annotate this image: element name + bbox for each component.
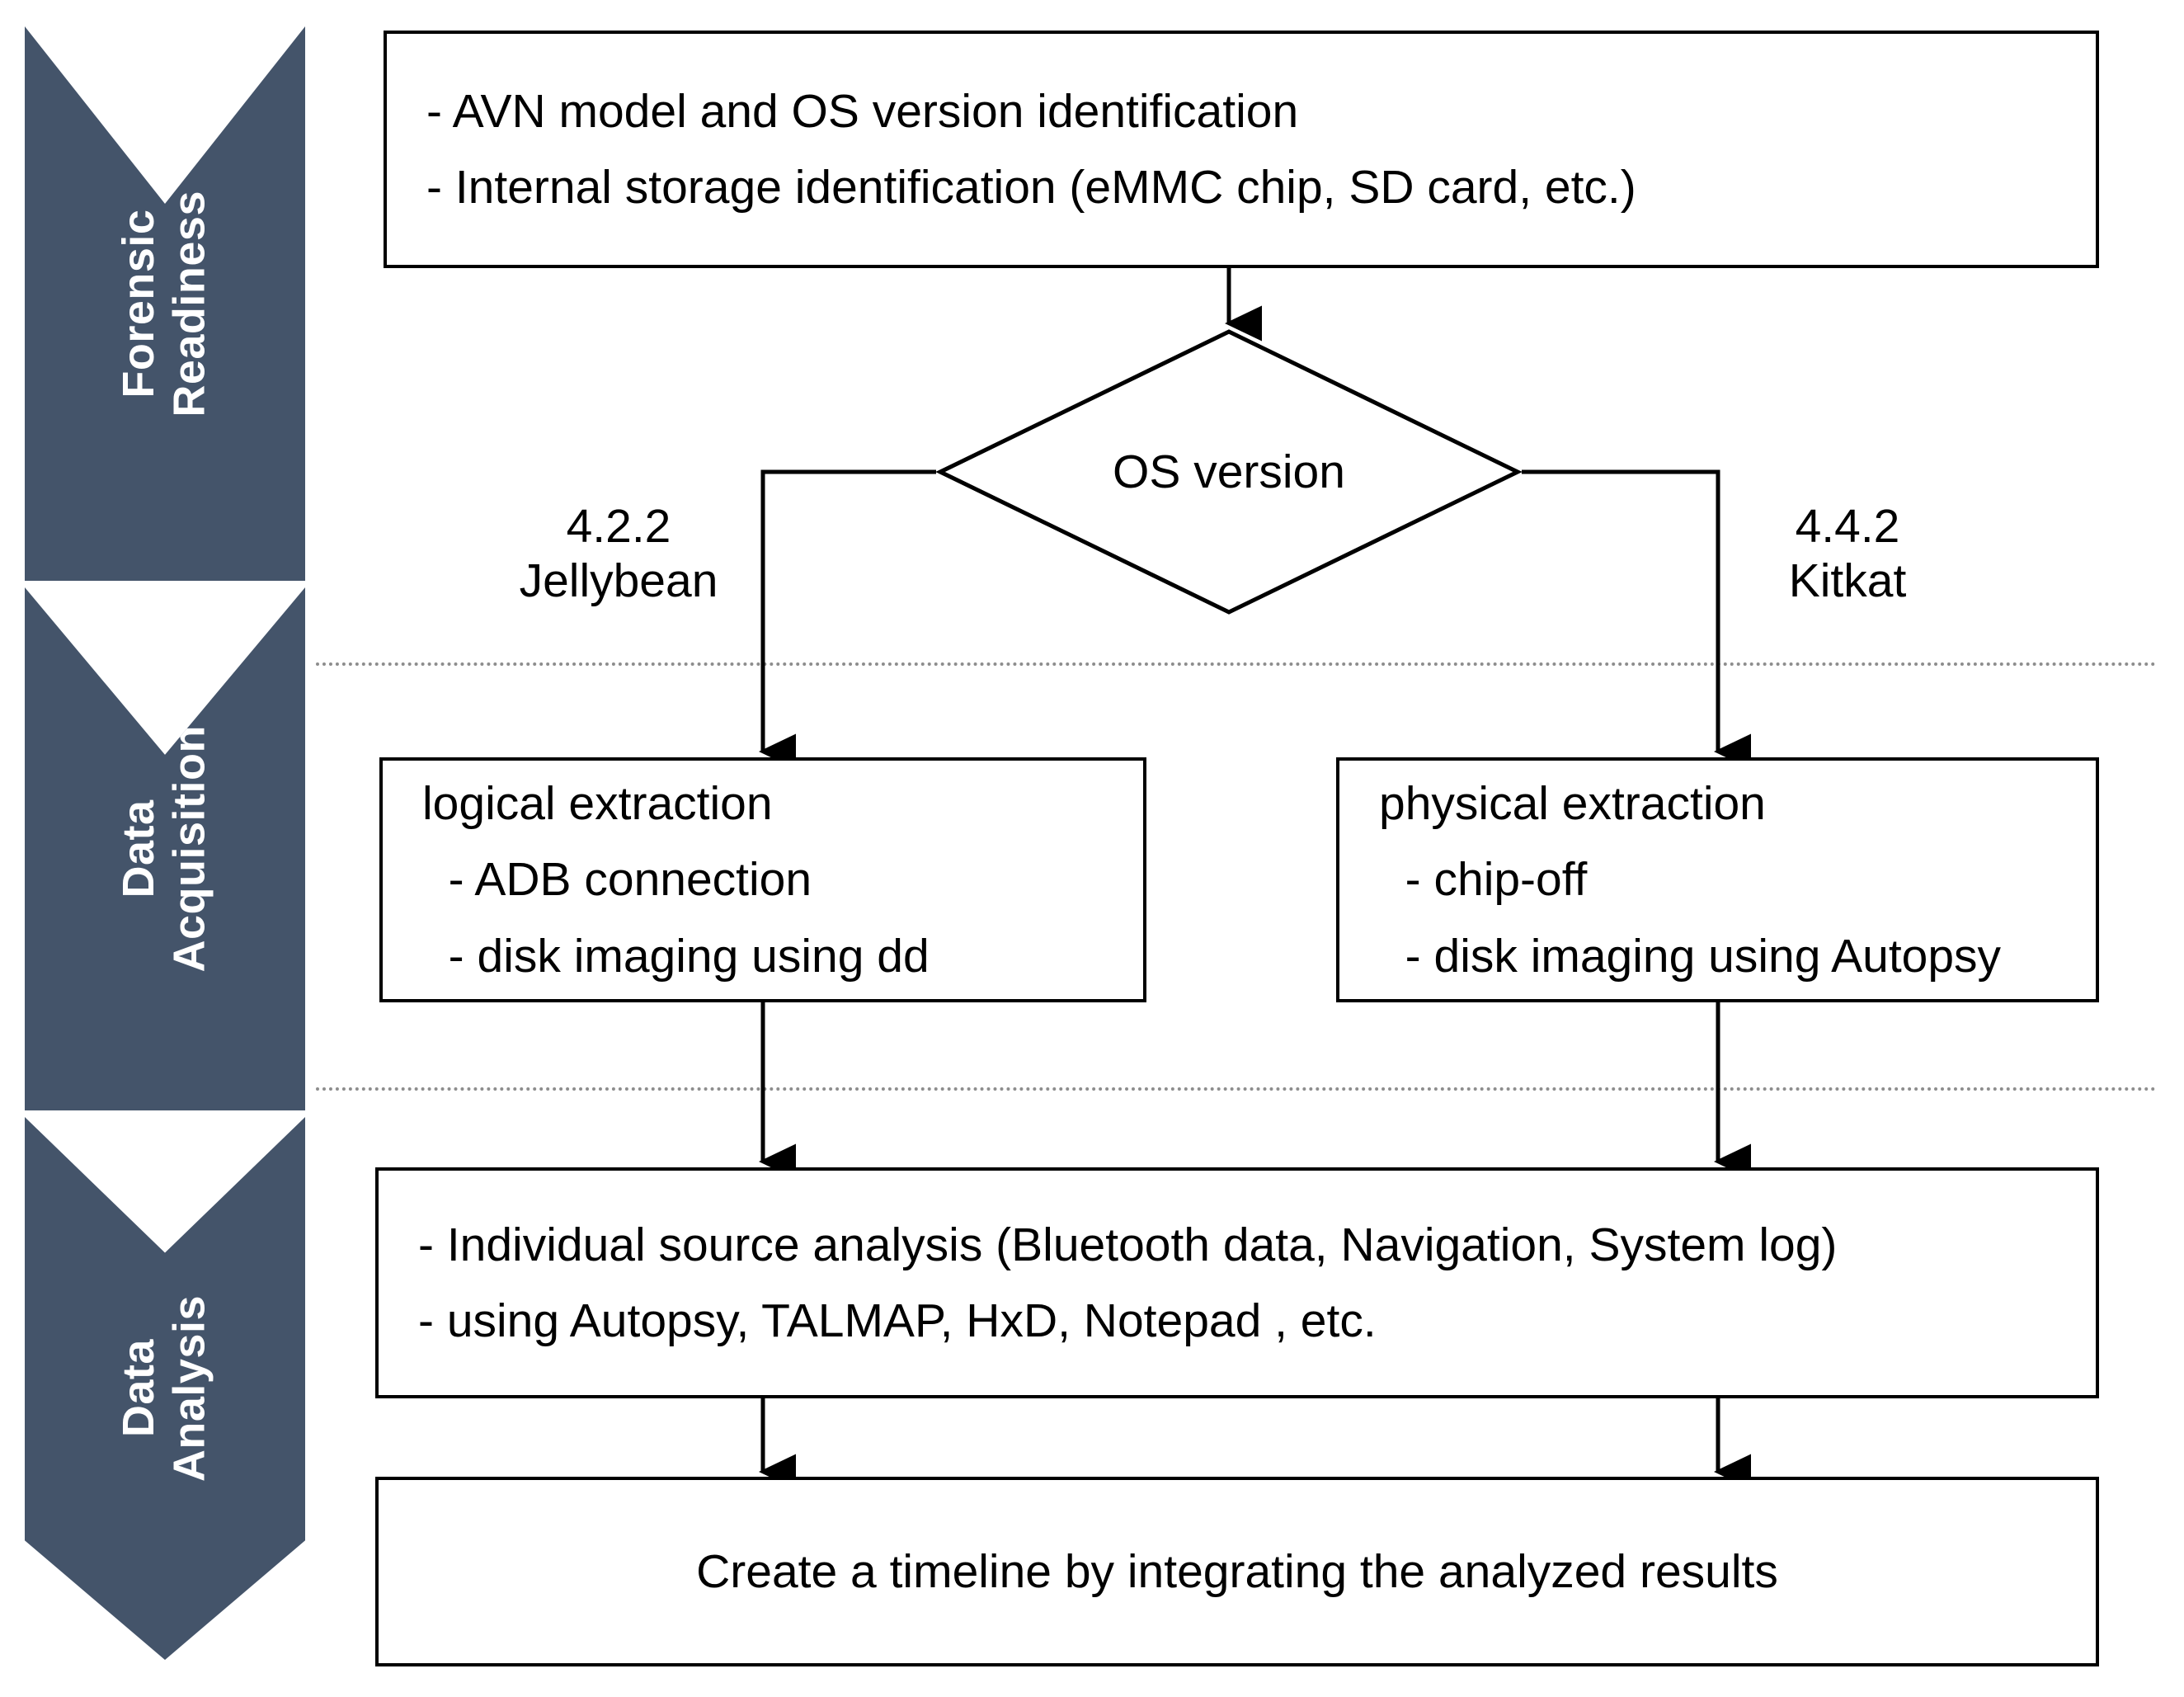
phase-separator-readiness-acquisition [316, 662, 2157, 666]
node-create-timeline: Create a timeline by integrating the ana… [375, 1477, 2099, 1666]
logical-line-1: logical extraction [422, 777, 773, 830]
physical-line-3: - disk imaging using Autopsy [1379, 929, 2002, 983]
physical-line-1: physical extraction [1379, 777, 1766, 830]
node-logical-extraction: logical extraction - ADB connection - di… [379, 757, 1146, 1002]
branch-label-kitkat: 4.4.2 Kitkat [1788, 500, 1907, 608]
logical-line-3: - disk imaging using dd [422, 929, 930, 983]
phase-band-forensic-readiness: Forensic Readiness [25, 26, 305, 581]
branch-label-jellybean: 4.2.2 Jellybean [519, 500, 718, 608]
decision-label: OS version [1113, 445, 1345, 498]
phase-band-data-analysis: Data Analysis [25, 1117, 305, 1660]
timeline-line-1: Create a timeline by integrating the ana… [696, 1544, 1778, 1598]
analysis-line-1: - Individual source analysis (Bluetooth … [418, 1218, 1838, 1271]
node-avn-identification: - AVN model and OS version identificatio… [384, 31, 2099, 268]
analysis-line-2: - using Autopsy, TALMAP, HxD, Notepad , … [418, 1294, 1377, 1347]
node-physical-extraction: physical extraction - chip-off - disk im… [1336, 757, 2099, 1002]
identify-line-2: - Internal storage identification (eMMC … [426, 161, 1636, 214]
logical-line-2: - ADB connection [422, 853, 812, 907]
node-os-version-decision: OS version [936, 328, 1522, 616]
identify-line-1: - AVN model and OS version identificatio… [426, 84, 1299, 138]
phase-label-data-analysis: Data Analysis [114, 1294, 214, 1483]
phase-label-forensic-readiness: Forensic Readiness [114, 190, 214, 417]
phase-band-data-acquisition: Data Acquisition [25, 587, 305, 1110]
node-source-analysis: - Individual source analysis (Bluetooth … [375, 1167, 2099, 1398]
physical-line-2: - chip-off [1379, 853, 1588, 907]
phase-label-data-acquisition: Data Acquisition [114, 725, 214, 973]
phase-separator-acquisition-analysis [316, 1087, 2157, 1091]
